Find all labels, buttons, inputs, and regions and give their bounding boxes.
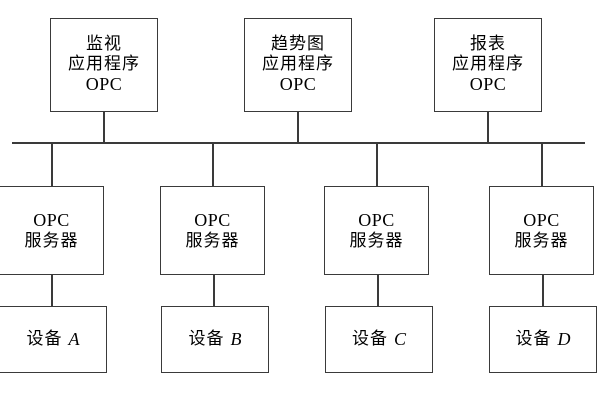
- device-label: 设备: [188, 329, 225, 349]
- connector-server-to-device: [213, 275, 215, 307]
- connector-bus-to-server: [376, 143, 378, 187]
- application-node-line1: 监视: [86, 34, 122, 54]
- opc-server-node-3[interactable]: OPC 服务器: [324, 186, 429, 275]
- opc-server-line1: OPC: [194, 209, 231, 230]
- application-node-trend-chart[interactable]: 趋势图 应用程序 OPC: [244, 18, 352, 112]
- connector-server-to-device: [51, 275, 53, 307]
- device-tag: C: [393, 329, 406, 349]
- application-node-line2: 应用程序: [68, 54, 140, 74]
- device-tag: B: [230, 329, 242, 349]
- opc-server-line1: OPC: [358, 209, 395, 230]
- opc-server-line2: 服务器: [24, 231, 79, 251]
- opc-server-line2: 服务器: [349, 231, 404, 251]
- application-node-line3: OPC: [85, 74, 123, 95]
- application-node-line1: 趋势图: [271, 34, 325, 54]
- application-node-line3: OPC: [469, 74, 507, 95]
- application-node-report[interactable]: 报表 应用程序 OPC: [434, 18, 542, 112]
- application-node-monitoring[interactable]: 监视 应用程序 OPC: [50, 18, 158, 112]
- application-node-line1: 报表: [470, 34, 506, 54]
- connector-application-to-bus: [297, 112, 299, 143]
- network-bus: [12, 142, 585, 144]
- opc-server-node-2[interactable]: OPC 服务器: [160, 186, 265, 275]
- connector-bus-to-server: [212, 143, 214, 187]
- opc-server-line1: OPC: [33, 209, 70, 230]
- opc-server-node-1[interactable]: OPC 服务器: [0, 186, 104, 275]
- device-tag: D: [557, 329, 571, 349]
- device-label: 设备: [351, 329, 388, 349]
- device-label: 设备: [26, 329, 63, 349]
- connector-application-to-bus: [487, 112, 489, 143]
- connector-server-to-device: [377, 275, 379, 307]
- application-node-line2: 应用程序: [262, 54, 334, 74]
- opc-server-node-4[interactable]: OPC 服务器: [489, 186, 594, 275]
- device-tag: A: [68, 329, 80, 349]
- connector-application-to-bus: [103, 112, 105, 143]
- connector-bus-to-server: [541, 143, 543, 187]
- connector-server-to-device: [542, 275, 544, 307]
- device-node-a[interactable]: 设备 A: [0, 306, 107, 373]
- application-node-line3: OPC: [279, 74, 317, 95]
- device-node-c[interactable]: 设备 C: [325, 306, 433, 373]
- device-node-d[interactable]: 设备 D: [489, 306, 597, 373]
- opc-server-line1: OPC: [523, 209, 560, 230]
- connector-bus-to-server: [51, 143, 53, 187]
- opc-server-line2: 服务器: [185, 231, 240, 251]
- device-node-b[interactable]: 设备 B: [161, 306, 269, 373]
- application-node-line2: 应用程序: [452, 54, 524, 74]
- device-label: 设备: [515, 329, 552, 349]
- opc-server-line2: 服务器: [514, 231, 569, 251]
